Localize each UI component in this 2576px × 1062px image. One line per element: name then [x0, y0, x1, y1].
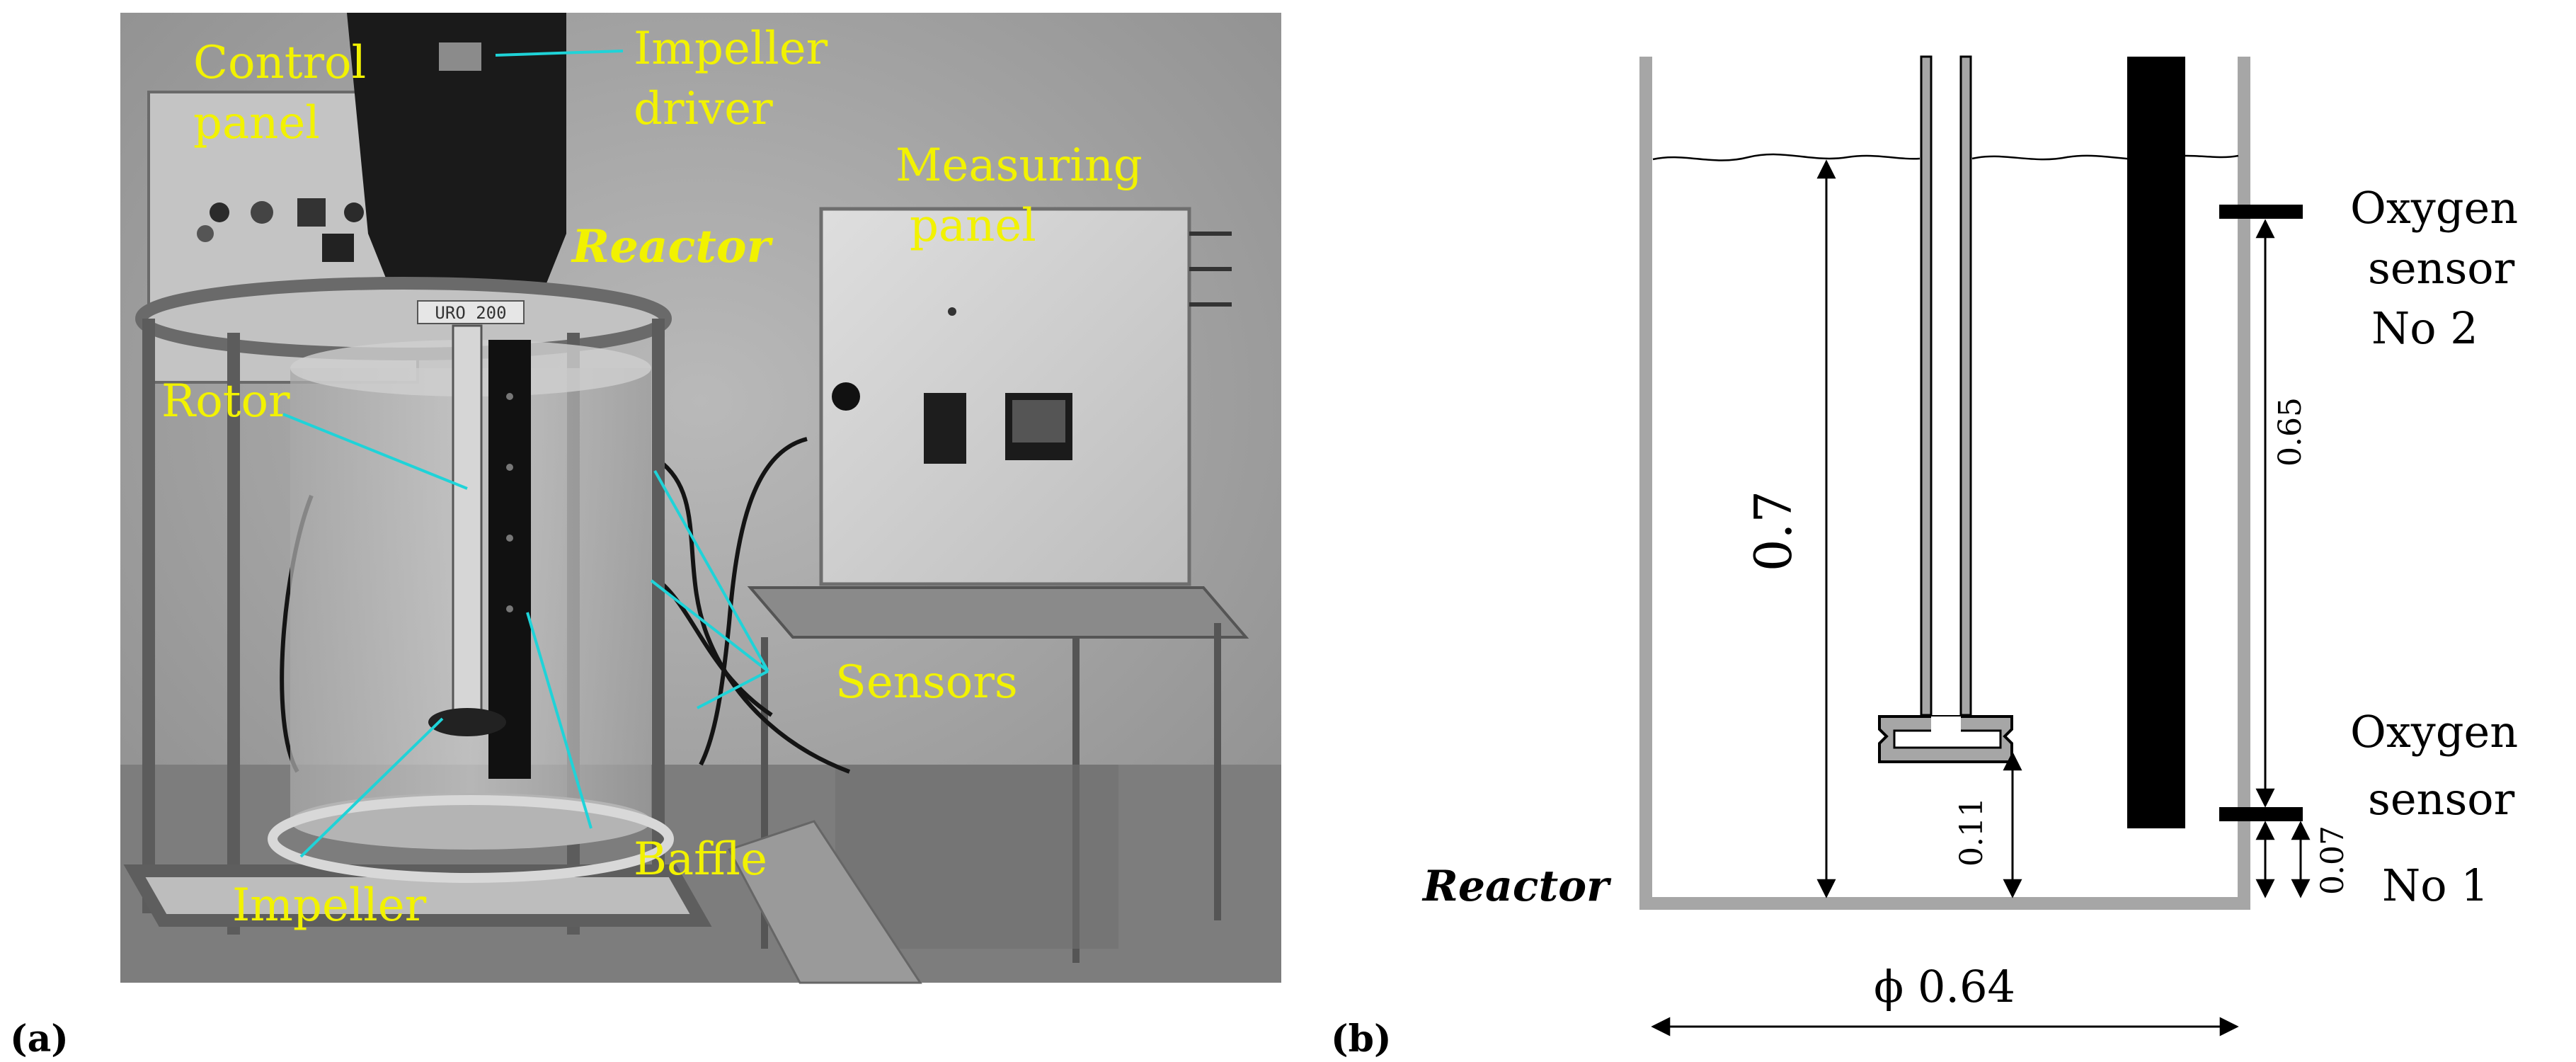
baffle-schematic	[2127, 57, 2185, 828]
device-badge	[417, 300, 525, 324]
device-badge-text: URO 200	[435, 303, 506, 323]
dimension-lines	[1651, 159, 2311, 1037]
leader-rotor	[282, 413, 468, 490]
dim-diameter-label: ϕ 0.64	[1874, 961, 2015, 1012]
sensor2-line1: Oxygen	[2350, 182, 2518, 234]
panel-a-photo: URO 200 Control panel Impeller driver Re…	[120, 13, 1281, 984]
dim-impeller-clearance-label: 0.11	[1954, 797, 1990, 867]
leader-impeller-driver	[495, 50, 624, 57]
measuring-panel-cabinet	[819, 207, 1232, 586]
label-control-panel-line1: Control	[193, 37, 366, 89]
dim-height-label: 0.7	[1744, 491, 1803, 572]
impeller-schematic	[1878, 715, 2013, 763]
impeller-disc	[428, 708, 506, 736]
panel-b-schematic: 0.7 0.11 0.65 0.07 ϕ 0.64 Reactor Oxygen…	[1421, 55, 2518, 1037]
baffle-plate	[488, 340, 531, 779]
rotor-shaft	[452, 324, 483, 724]
dim-sensor1-label: 0.07	[2315, 826, 2351, 895]
sensor1-line2: sensor	[2368, 773, 2515, 825]
measuring-table	[727, 586, 1249, 984]
reactor-vessel	[1639, 57, 2250, 910]
leader-sensors-2	[650, 579, 769, 673]
oxygen-sensor-1-mark	[2219, 807, 2303, 821]
label-reactor-photo: Reactor	[571, 220, 774, 273]
impeller-shaft	[1920, 55, 1972, 716]
dim-sensor2-label: 0.65	[2272, 397, 2308, 467]
leader-impeller	[299, 717, 444, 858]
reactor-schematic-label: Reactor	[1421, 862, 1612, 911]
label-measuring-panel-line1: Measuring	[895, 139, 1143, 192]
sensor2-line3: No 2	[2371, 302, 2478, 354]
sensor1-line1: Oxygen	[2350, 706, 2518, 758]
panel-b-label: (b)	[1331, 1017, 1392, 1061]
label-impeller: Impeller	[232, 879, 427, 932]
leader-baffle	[526, 612, 593, 829]
leader-sensors-3	[697, 670, 769, 709]
label-impeller-driver-line2: driver	[634, 83, 773, 135]
panel-a-label: (a)	[10, 1017, 69, 1061]
label-sensors: Sensors	[835, 656, 1018, 709]
liquid-surface	[1652, 153, 2239, 161]
oxygen-sensor-2-mark	[2219, 205, 2303, 219]
sensor2-line2: sensor	[2368, 242, 2515, 294]
leader-sensors-1	[653, 470, 769, 672]
photo-labels: Control panel Impeller driver Reactor Me…	[161, 23, 1143, 932]
sensor-labels: Oxygen sensor No 2 Oxygen sensor No 1	[2350, 182, 2518, 911]
label-rotor: Rotor	[161, 375, 290, 428]
label-control-panel-line2: panel	[193, 97, 320, 149]
label-baffle: Baffle	[634, 833, 767, 886]
label-impeller-driver-line1: Impeller	[634, 23, 828, 75]
label-measuring-panel-line2: panel	[910, 200, 1036, 252]
sensor1-line3: No 1	[2382, 860, 2489, 911]
leader-lines	[282, 50, 769, 858]
